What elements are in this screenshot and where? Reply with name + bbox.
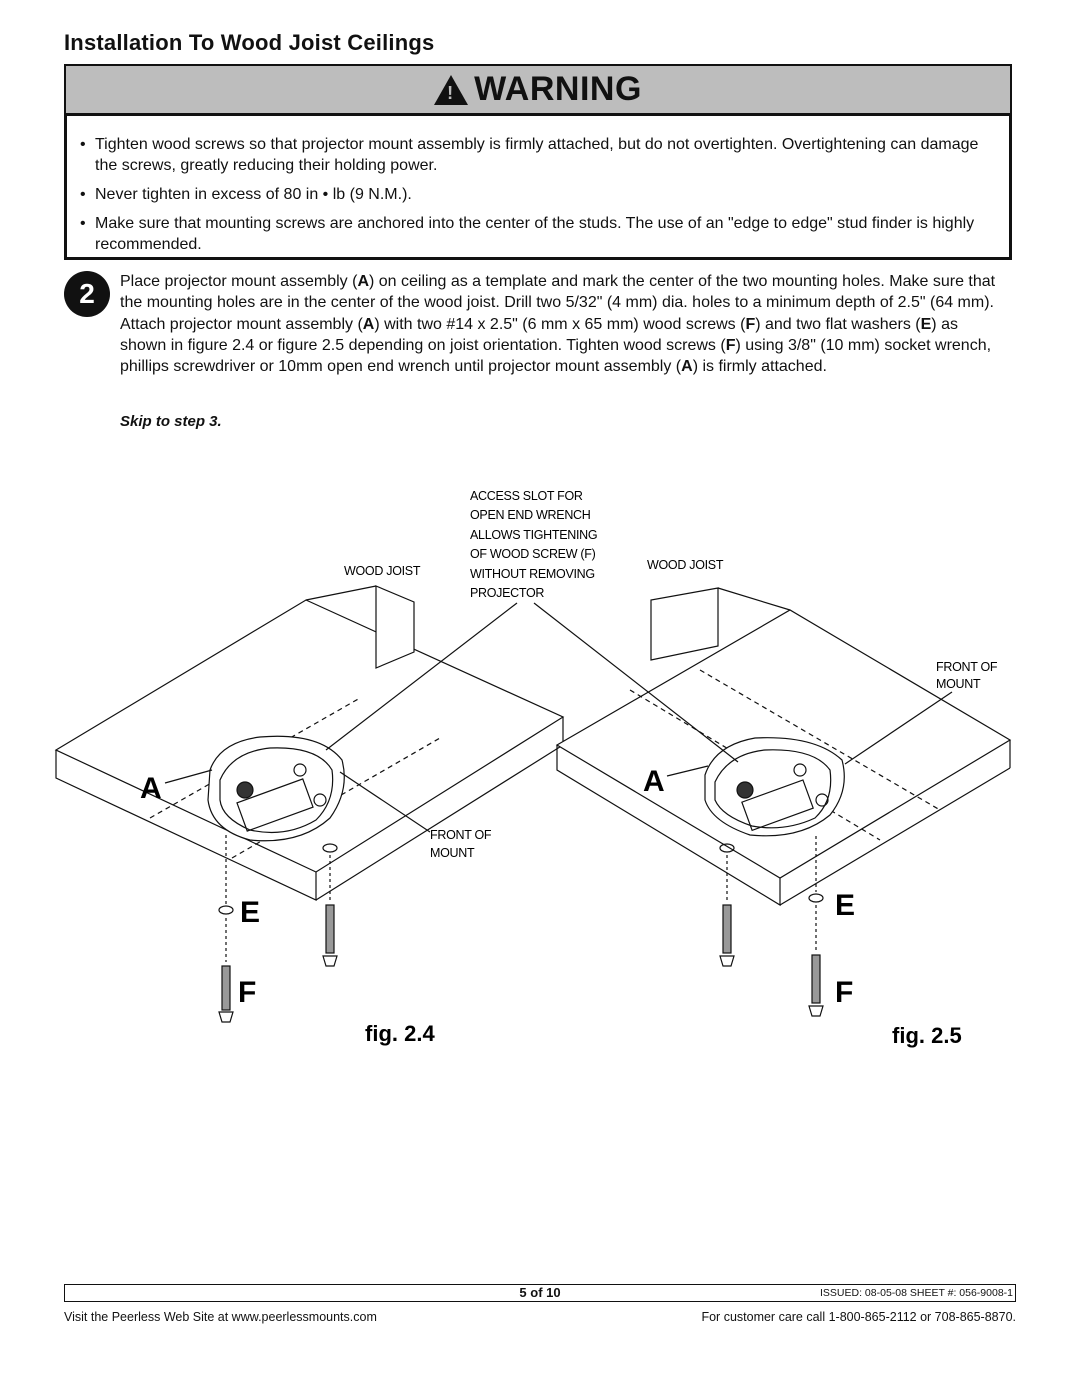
warning-bullet-text: Tighten wood screws so that projector mo… (95, 136, 979, 174)
part-e-label-left: E (240, 896, 260, 929)
part-f-label-right: F (835, 976, 853, 1009)
page-title: Installation To Wood Joist Ceilings (64, 30, 435, 55)
warning-bullet: •Tighten wood screws so that projector m… (80, 134, 1000, 176)
step-number-badge: 2 (64, 271, 110, 317)
part-a-label-right: A (643, 765, 665, 798)
access-slot-label-line: OF WOOD SCREW (F) (470, 547, 596, 561)
part-e-label-right: E (835, 889, 855, 922)
access-slot-label-line: WITHOUT REMOVING (470, 567, 595, 581)
warning-bullet-text: Never tighten in excess of 80 in • lb (9… (95, 186, 412, 203)
washer-screw-right (719, 836, 824, 1017)
skip-note: Skip to step 3. (120, 413, 222, 430)
warning-header: ! WARNING (66, 66, 1010, 116)
wood-joist-label-right: WOOD JOIST (647, 558, 724, 572)
figure-caption-left: fig. 2.4 (365, 1021, 435, 1046)
figure-caption-right: fig. 2.5 (892, 1023, 962, 1048)
website-note: Visit the Peerless Web Site at www.peerl… (64, 1310, 377, 1324)
warning-bullet: •Make sure that mounting screws are anch… (80, 213, 1000, 255)
washer-screw-left (218, 835, 338, 1023)
access-slot-label-line: OPEN END WRENCH (470, 508, 591, 522)
front-of-mount-label-right-2: MOUNT (936, 677, 981, 691)
front-of-mount-label-left-2: MOUNT (430, 846, 475, 860)
projector-mount-left (207, 735, 345, 842)
part-a-label-left: A (140, 772, 162, 805)
wood-joist-label-left: WOOD JOIST (344, 564, 421, 578)
warning-triangle-icon: ! (434, 74, 469, 105)
step-instructions: Place projector mount assembly (A) on ce… (120, 273, 996, 376)
wood-joist-left (305, 585, 415, 669)
warning-bullet-text: Make sure that mounting screws are ancho… (95, 215, 975, 253)
footer-bar (64, 1284, 1016, 1302)
access-slot-label-line: ALLOWS TIGHTENING (470, 528, 597, 542)
wood-joist-right (650, 587, 791, 661)
projector-mount-right (704, 737, 845, 837)
access-slot-label-line: PROJECTOR (470, 586, 544, 600)
issued-info: ISSUED: 08-05-08 SHEET #: 056-9008-1 (820, 1287, 1013, 1299)
front-of-mount-label-right: FRONT OF (936, 660, 998, 674)
warning-bullet: •Never tighten in excess of 80 in • lb (… (80, 186, 412, 203)
customer-care-note: For customer care call 1-800-865-2112 or… (701, 1310, 1016, 1324)
access-slot-label-line: ACCESS SLOT FOR (470, 489, 583, 503)
page-number: 5 of 10 (519, 1285, 561, 1300)
warning-box (64, 64, 1012, 260)
part-f-label-left: F (238, 976, 256, 1009)
front-of-mount-label-left: FRONT OF (430, 828, 492, 842)
warning-heading: WARNING (474, 70, 642, 108)
